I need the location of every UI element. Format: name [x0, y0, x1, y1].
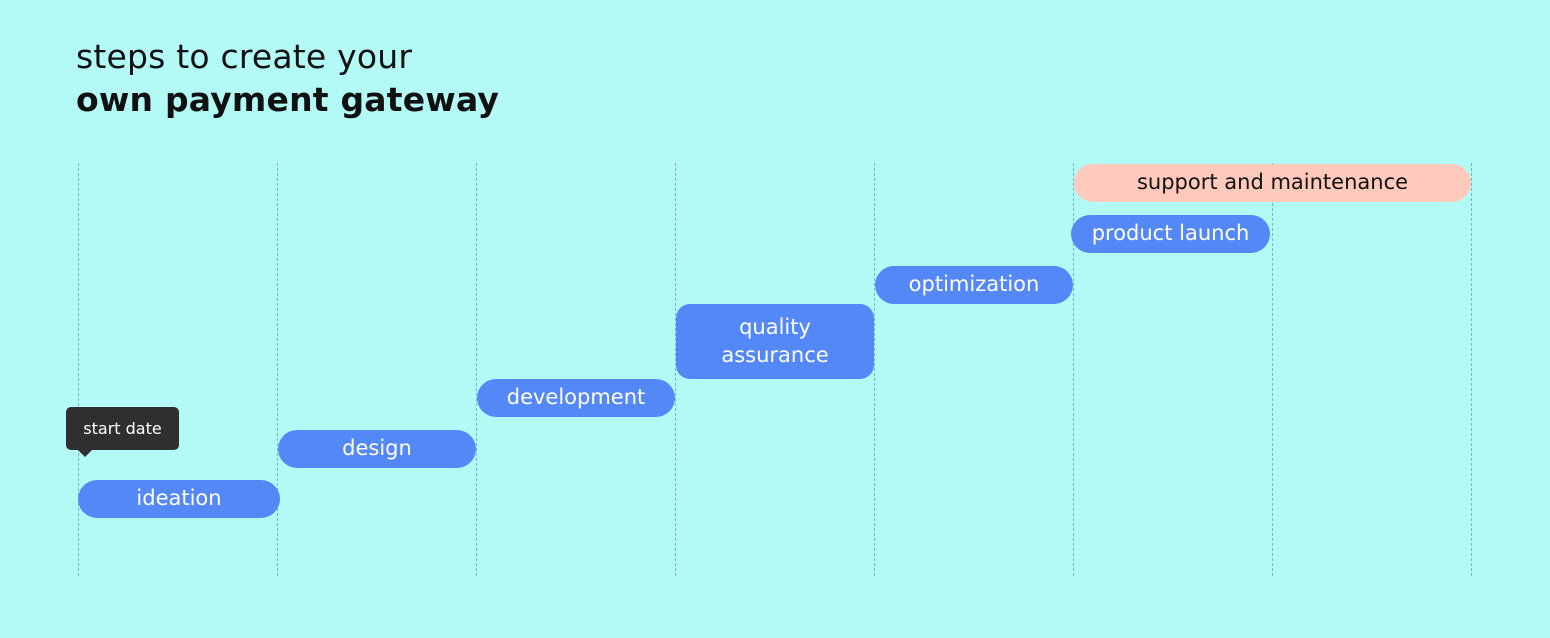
start-date-tooltip: start date — [66, 407, 179, 450]
gridline — [1471, 163, 1472, 576]
gridline — [476, 163, 477, 576]
tooltip-pointer — [78, 450, 92, 457]
step-design: design — [278, 430, 476, 468]
step-ideation: ideation — [78, 480, 280, 518]
step-optimization: optimization — [875, 266, 1073, 304]
gridline — [78, 163, 79, 576]
title-line-1: steps to create your — [76, 37, 413, 76]
gridline — [277, 163, 278, 576]
gridline — [874, 163, 875, 576]
gridline — [1272, 163, 1273, 576]
step-support-and-maintenance: support and maintenance — [1074, 164, 1471, 202]
diagram-title: steps to create your own payment gateway — [76, 36, 499, 122]
gridline — [675, 163, 676, 576]
title-line-2: own payment gateway — [76, 79, 500, 119]
step-product-launch: product launch — [1071, 215, 1270, 253]
step-development: development — [477, 379, 675, 417]
step-quality-assurance: quality assurance — [676, 304, 874, 379]
gridline — [1073, 163, 1074, 576]
